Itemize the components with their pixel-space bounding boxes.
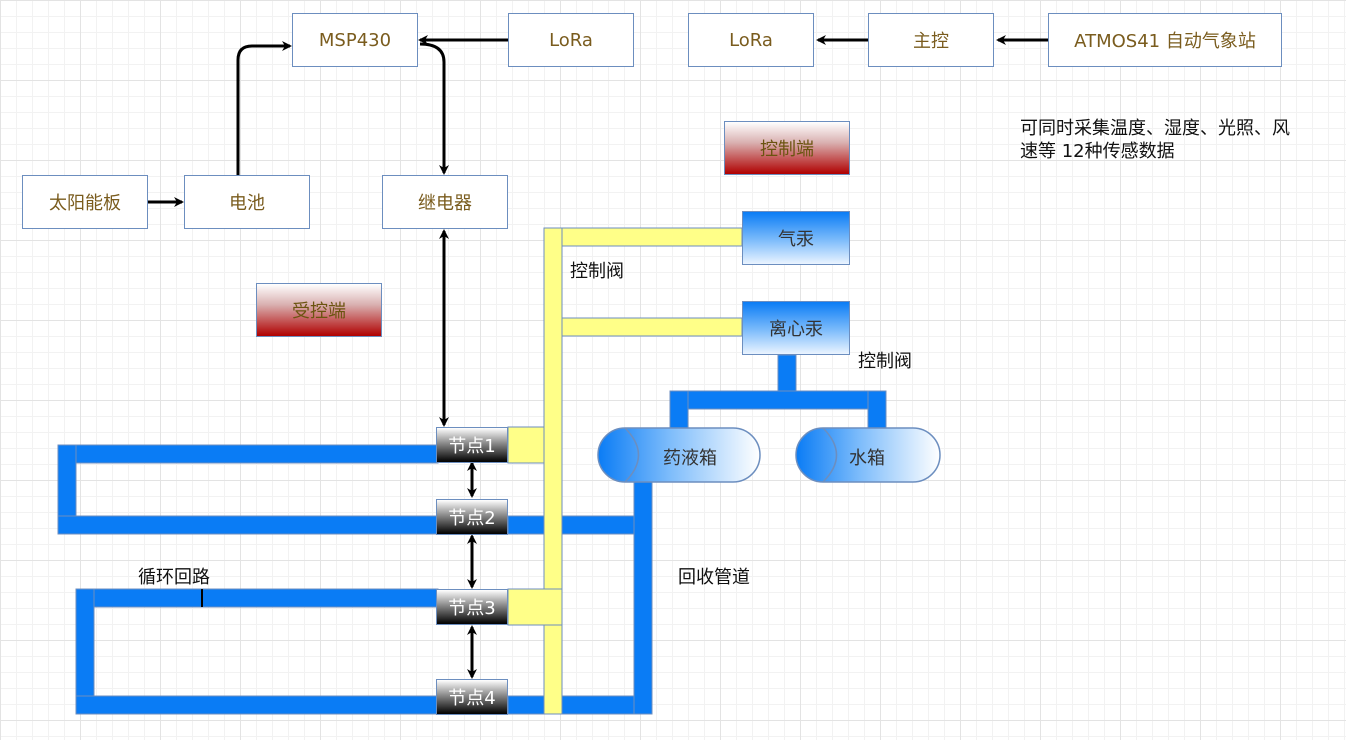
node-1: 节点1 [436, 427, 508, 463]
arrows [148, 35, 1048, 679]
circulation-loop-label: 循环回路 [138, 567, 210, 588]
controlled-end-box: 受控端 [256, 283, 382, 337]
air-pump-box: 气汞 [742, 211, 850, 265]
medicine-tank [597, 427, 761, 483]
arrow-battery-to-msp430 [236, 41, 292, 175]
solar-panel-box: 太阳能板 [22, 175, 148, 229]
sensor-note-line2: 速等 12种传感数据 [1020, 141, 1175, 162]
battery-box: 电池 [184, 175, 310, 229]
circulation-loop-lower [75, 588, 439, 715]
node-2: 节点2 [436, 499, 508, 535]
weather-station-box: ATMOS41 自动气象站 [1048, 13, 1282, 67]
control-valve-label-1: 控制阀 [570, 261, 624, 282]
relay-box: 继电器 [382, 175, 508, 229]
control-end-box: 控制端 [724, 121, 850, 175]
pump-manifold-pipe [669, 354, 887, 432]
node-3: 节点3 [436, 589, 508, 625]
control-valve-label-2: 控制阀 [858, 351, 912, 372]
lora-left-box: LoRa [508, 13, 634, 67]
centrifugal-pump-box: 离心汞 [742, 301, 850, 355]
node-4: 节点4 [436, 679, 508, 715]
main-controller-box: 主控 [868, 13, 994, 67]
circulation-loop-upper [57, 444, 439, 535]
water-tank-label: 水箱 [849, 448, 885, 469]
water-tank [795, 427, 941, 483]
medicine-tank-label: 药液箱 [663, 448, 717, 469]
recycle-pipe-label: 回收管道 [678, 567, 750, 588]
yellow-control-pipe [507, 227, 743, 715]
sensor-note-line1: 可同时采集温度、湿度、光照、风 [1020, 118, 1290, 139]
msp430-box: MSP430 [292, 13, 418, 67]
arrow-msp430-to-relay [419, 42, 449, 175]
lora-mid-box: LoRa [688, 13, 814, 67]
